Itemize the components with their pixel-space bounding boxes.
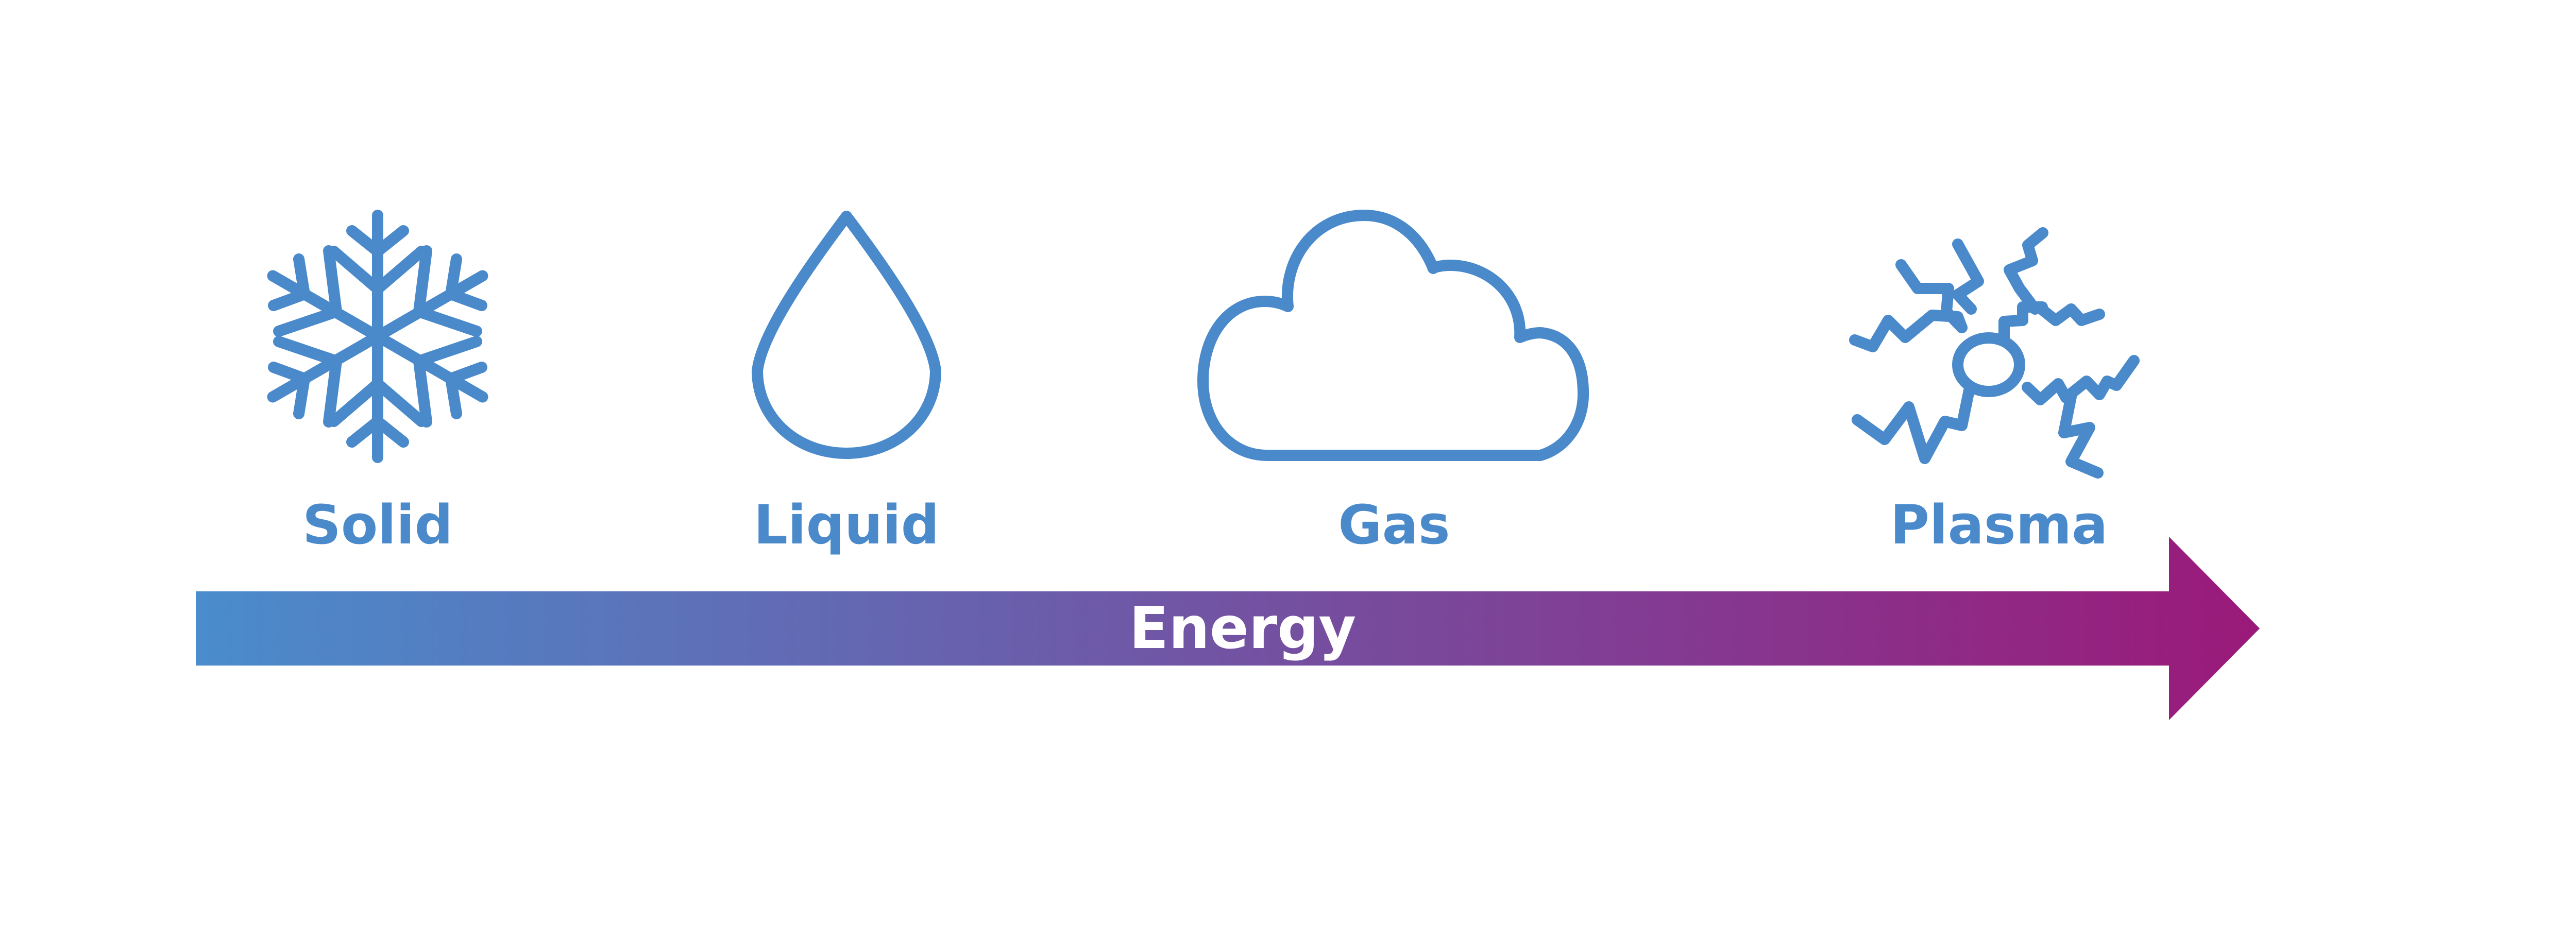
- energy-label: Energy: [1129, 595, 1357, 662]
- state-label-plasma: Plasma: [1890, 493, 2108, 556]
- state-label-gas: Gas: [1338, 493, 1450, 556]
- snowflake-icon: [267, 210, 488, 463]
- energy-arrow: [196, 537, 2260, 720]
- state-label-liquid: Liquid: [754, 493, 940, 556]
- plasma-icon: [1849, 227, 2140, 479]
- state-label-solid: Solid: [302, 493, 453, 556]
- droplet-icon: [752, 211, 941, 459]
- cloud-icon: [1197, 210, 1589, 461]
